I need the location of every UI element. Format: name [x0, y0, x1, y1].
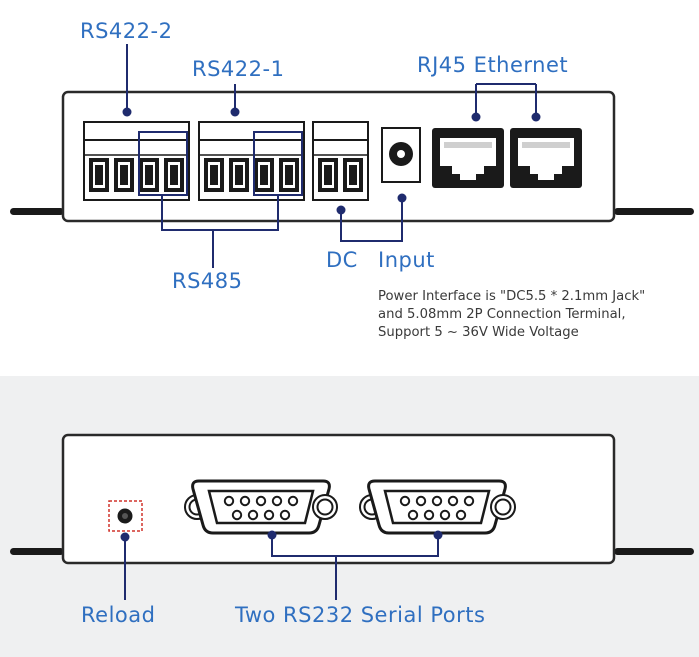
- serial-port-2: [367, 479, 507, 535]
- bottom-right-mounting-rod: [614, 548, 694, 555]
- top-right-mounting-rod: [614, 208, 694, 215]
- terminal-block-rs422-2: [83, 121, 190, 201]
- reload-highlight-box: [108, 500, 143, 532]
- label-reload: Reload: [81, 603, 156, 627]
- rj45-port-2: [510, 128, 582, 188]
- top-left-mounting-rod: [10, 208, 64, 215]
- bottom-device-body: [61, 433, 616, 565]
- top-callout-lines: [126, 44, 537, 268]
- power-note-line-1: Power Interface is "DC5.5 * 2.1mm Jack": [378, 289, 646, 304]
- power-interface-note: Power Interface is "DC5.5 * 2.1mm Jack" …: [378, 288, 698, 342]
- bottom-callout-lines: [124, 535, 439, 600]
- top-callout-dots: [122, 107, 541, 215]
- label-rs422-1: RS422-1: [192, 57, 285, 81]
- rj45-port-1: [432, 128, 504, 188]
- bottom-left-mounting-rod: [10, 548, 64, 555]
- top-device: [10, 90, 694, 223]
- terminal-block-dc-2p: [312, 121, 369, 201]
- label-rj45-ethernet: RJ45 Ethernet: [417, 53, 569, 77]
- label-input: Input: [378, 248, 435, 272]
- power-note-line-3: Support 5 ~ 36V Wide Voltage: [378, 325, 579, 340]
- label-rs485: RS485: [172, 269, 243, 293]
- bottom-callout-dots: [120, 530, 443, 542]
- serial-port-1: [191, 479, 331, 535]
- serial-port-1-nut-right: [312, 494, 338, 520]
- power-note-line-2: and 5.08mm 2P Connection Terminal,: [378, 307, 626, 322]
- bottom-device: [10, 433, 694, 565]
- label-rs422-2: RS422-2: [80, 19, 173, 43]
- dc-jack: [381, 127, 421, 183]
- label-two-rs232-serial-ports: Two RS232 Serial Ports: [235, 603, 486, 627]
- terminal-block-rs422-1: [198, 121, 305, 201]
- serial-port-2-nut-right: [490, 494, 516, 520]
- label-dc: DC: [326, 248, 358, 272]
